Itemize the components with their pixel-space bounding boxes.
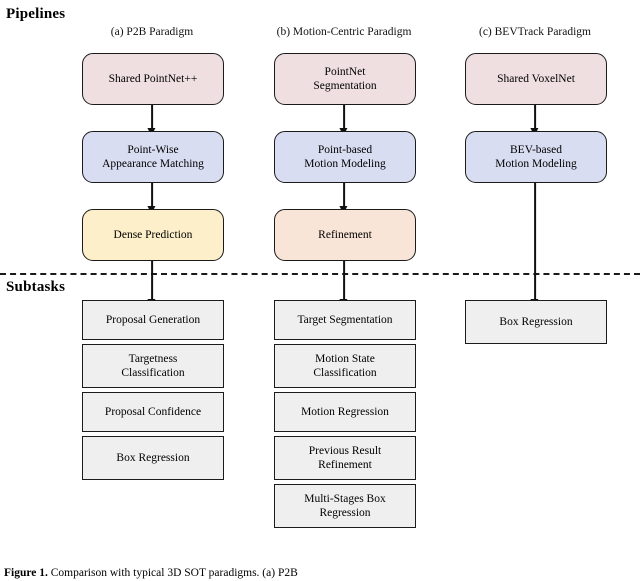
subtask-box-b-0-label: Target Segmentation bbox=[297, 313, 393, 326]
pipeline-box-c-0-label: Shared VoxelNet bbox=[497, 72, 575, 85]
pipeline-box-a-0[interactable]: Shared PointNet++ bbox=[82, 53, 224, 105]
pipeline-box-a-2-label: Dense Prediction bbox=[113, 228, 193, 241]
subtask-box-a-3[interactable]: Box Regression bbox=[82, 436, 224, 480]
pipeline-box-a-2[interactable]: Dense Prediction bbox=[82, 209, 224, 261]
subtask-box-a-3-label: Box Regression bbox=[116, 451, 190, 464]
pipeline-box-a-0-label: Shared PointNet++ bbox=[108, 72, 198, 85]
subtask-box-b-0[interactable]: Target Segmentation bbox=[274, 300, 416, 340]
figure-caption-prefix: Figure 1. bbox=[4, 567, 48, 579]
figure-caption-text: Comparison with typical 3D SOT paradigms… bbox=[50, 567, 298, 579]
section-divider bbox=[0, 273, 640, 275]
subtask-box-a-0-label: Proposal Generation bbox=[105, 313, 201, 326]
column-title-a: (a) P2B Paradigm bbox=[110, 26, 194, 38]
subtask-box-c-0-label: Box Regression bbox=[499, 315, 573, 328]
figure-caption: Figure 1. Comparison with typical 3D SOT… bbox=[4, 566, 636, 581]
subtask-box-a-2[interactable]: Proposal Confidence bbox=[82, 392, 224, 432]
subtask-box-b-2-label: Motion Regression bbox=[301, 405, 389, 418]
column-title-c: (c) BEVTrack Paradigm bbox=[479, 26, 591, 38]
subtask-box-c-0[interactable]: Box Regression bbox=[465, 300, 607, 344]
pipeline-box-b-2[interactable]: Refinement bbox=[274, 209, 416, 261]
column-title-b: (b) Motion-Centric Paradigm bbox=[276, 26, 412, 38]
pipeline-box-b-2-label: Refinement bbox=[318, 228, 372, 241]
subtask-box-a-2-label: Proposal Confidence bbox=[104, 405, 202, 418]
subtask-box-b-2[interactable]: Motion Regression bbox=[274, 392, 416, 432]
section-label-pipelines: Pipelines bbox=[6, 6, 66, 22]
pipeline-box-c-0[interactable]: Shared VoxelNet bbox=[465, 53, 607, 105]
section-label-subtasks: Subtasks bbox=[6, 279, 66, 295]
subtask-box-a-0[interactable]: Proposal Generation bbox=[82, 300, 224, 340]
